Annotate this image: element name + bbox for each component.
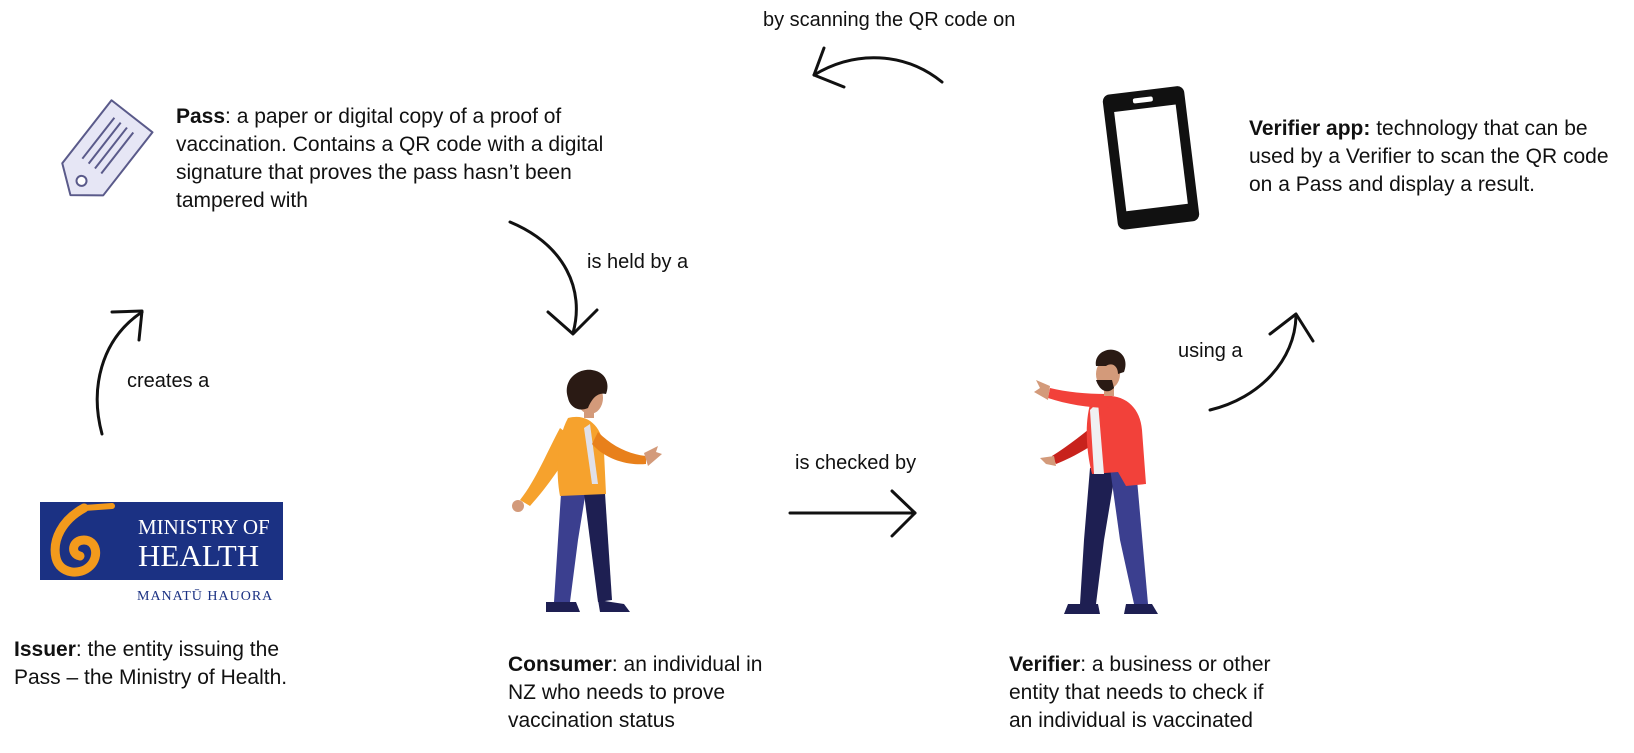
issuer-line-2: Pass – the Ministry of Health. bbox=[14, 666, 288, 689]
issuer-line-1: Issuer: the entity issuing the bbox=[14, 636, 354, 664]
tag-icon bbox=[61, 99, 154, 197]
arrow-creates bbox=[95, 309, 144, 436]
issuer-line-1-text: : the entity issuing the bbox=[75, 638, 279, 661]
edge-label-creates: creates a bbox=[127, 370, 210, 392]
pass-line-4: tampered with bbox=[176, 189, 308, 212]
verifier-line-2: entity that needs to check if bbox=[1009, 681, 1264, 704]
consumer-description: Consumer: an individual in NZ who needs … bbox=[508, 651, 838, 735]
arrow-using bbox=[1208, 312, 1315, 412]
ministry-of-health-logo: MINISTRY OF HEALTH MANATŪ HAUORA bbox=[40, 502, 283, 604]
consumer-line-1-text: : an individual in bbox=[611, 653, 763, 676]
edge-label-using: using a bbox=[1178, 340, 1243, 362]
person-consumer-illustration bbox=[512, 369, 662, 612]
consumer-line-3: vaccination status bbox=[508, 709, 675, 732]
consumer-line-2: NZ who needs to prove bbox=[508, 681, 726, 704]
consumer-line-1: Consumer: an individual in bbox=[508, 651, 838, 679]
verifier-term: Verifier bbox=[1009, 653, 1081, 676]
verifier-app-line-3: on a Pass and display a result. bbox=[1249, 173, 1536, 196]
consumer-term: Consumer bbox=[508, 653, 612, 676]
verifier-line-1-text: : a business or other bbox=[1080, 653, 1271, 676]
edge-label-checked-by: is checked by bbox=[795, 452, 917, 474]
verifier-app-description: Verifier app: technology that can be use… bbox=[1249, 115, 1634, 199]
logo-line-2: HEALTH bbox=[138, 538, 259, 573]
pass-line-2: vaccination. Contains a QR code with a d… bbox=[176, 133, 604, 156]
verifier-app-line-1-text: technology that can be bbox=[1370, 117, 1588, 140]
logo-line-3: MANATŪ HAUORA bbox=[137, 588, 273, 604]
edge-label-held-by: is held by a bbox=[587, 251, 689, 273]
verifier-app-line-2: used by a Verifier to scan the QR code bbox=[1249, 145, 1609, 168]
issuer-term: Issuer bbox=[14, 638, 76, 661]
verifier-line-3: an individual is vaccinated bbox=[1009, 709, 1253, 732]
logo-line-1: MINISTRY OF bbox=[138, 515, 270, 539]
pass-line-1-text: : a paper or digital copy of a proof of bbox=[225, 105, 562, 128]
arrow-held-by bbox=[508, 220, 599, 336]
edge-label-scanning: by scanning the QR code on bbox=[763, 9, 1016, 31]
pass-term: Pass bbox=[176, 105, 226, 128]
verifier-app-line-1: Verifier app: technology that can be bbox=[1249, 115, 1634, 143]
smartphone-icon bbox=[1102, 86, 1200, 230]
pass-line-3: signature that proves the pass hasn’t be… bbox=[176, 161, 572, 184]
issuer-description: Issuer: the entity issuing the Pass – th… bbox=[14, 636, 354, 692]
verifier-app-term: Verifier app: bbox=[1249, 117, 1371, 140]
arrow-scanning bbox=[812, 46, 944, 89]
verifier-line-1: Verifier: a business or other bbox=[1009, 651, 1339, 679]
person-verifier-illustration bbox=[1034, 349, 1158, 614]
pass-description: Pass: a paper or digital copy of a proof… bbox=[176, 103, 656, 215]
arrow-checked-by bbox=[788, 489, 917, 538]
pass-line-1: Pass: a paper or digital copy of a proof… bbox=[176, 103, 656, 131]
verifier-description: Verifier: a business or other entity tha… bbox=[1009, 651, 1339, 735]
